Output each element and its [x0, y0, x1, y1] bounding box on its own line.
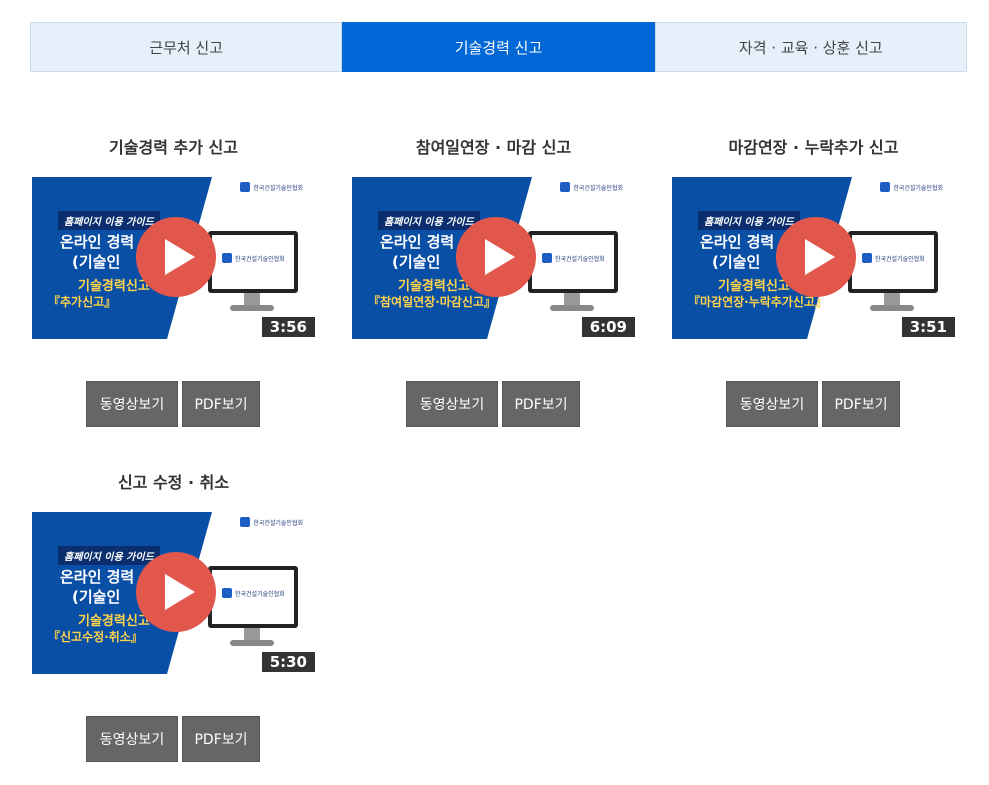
video-duration: 5:30 [261, 652, 315, 672]
watch-video-button[interactable]: 동영상보기 [406, 381, 498, 427]
thumb-headline-2: (기술인 [392, 253, 441, 271]
thumb-category: 기술경력신고 [718, 279, 790, 294]
monitor-icon: 한국건설기술인협회 [528, 231, 618, 293]
thumb-subtitle: 『추가신고』 [48, 295, 117, 309]
view-pdf-button[interactable]: PDF보기 [502, 381, 580, 427]
org-logo: 한국건설기술인협회 [240, 517, 303, 527]
thumb-subtitle: 『마감연장·누락추가신고』 [688, 295, 827, 309]
video-thumbnail[interactable]: 한국건설기술인협회 홈페이지 이용 가이드 온라인 경력 (기술인 기술경력신고… [32, 177, 317, 339]
thumb-headline: 온라인 경력 [380, 233, 455, 251]
video-duration: 6:09 [581, 317, 635, 337]
thumb-headline-2: (기술인 [72, 253, 121, 271]
play-icon[interactable] [136, 217, 216, 297]
card-title: 기술경력 추가 신고 [109, 138, 238, 157]
logo-mark-icon [222, 588, 232, 598]
guide-badge: 홈페이지 이용 가이드 [378, 211, 480, 230]
view-pdf-button[interactable]: PDF보기 [182, 716, 260, 762]
play-icon[interactable] [776, 217, 856, 297]
view-pdf-button[interactable]: PDF보기 [822, 381, 900, 427]
watch-video-button[interactable]: 동영상보기 [86, 381, 178, 427]
thumb-subtitle: 『신고수정·취소』 [48, 630, 143, 644]
tab-tech-career-report[interactable]: 기술경력 신고 [342, 22, 655, 72]
card-buttons: 동영상보기 PDF보기 [406, 381, 580, 427]
logo-mark-icon [240, 182, 251, 192]
card-title: 참여일연장 · 마감 신고 [415, 138, 572, 157]
logo-mark-icon [862, 253, 872, 263]
thumb-category: 기술경력신고 [78, 614, 150, 629]
card-buttons: 동영상보기 PDF보기 [726, 381, 900, 427]
logo-mark-icon [222, 253, 232, 263]
thumb-headline: 온라인 경력 [700, 233, 775, 251]
monitor-icon: 한국건설기술인협회 [208, 566, 298, 628]
thumb-subtitle: 『참여일연장·마감신고』 [368, 295, 496, 309]
tab-license-education-award-report[interactable]: 자격 · 교육 · 상훈 신고 [654, 22, 967, 72]
logo-mark-icon [240, 517, 251, 527]
play-icon[interactable] [136, 552, 216, 632]
card-buttons: 동영상보기 PDF보기 [86, 381, 260, 427]
thumb-headline: 온라인 경력 [60, 568, 135, 586]
video-duration: 3:56 [261, 317, 315, 337]
video-duration: 3:51 [901, 317, 955, 337]
tab-bar: 근무처 신고 기술경력 신고 자격 · 교육 · 상훈 신고 [30, 22, 967, 72]
card-title: 신고 수정 · 취소 [117, 473, 230, 492]
org-logo: 한국건설기술인협회 [880, 182, 943, 192]
org-logo: 한국건설기술인협회 [560, 182, 623, 192]
logo-mark-icon [542, 253, 552, 263]
thumb-headline-2: (기술인 [72, 588, 121, 606]
tab-workplace-report[interactable]: 근무처 신고 [30, 22, 343, 72]
view-pdf-button[interactable]: PDF보기 [182, 381, 260, 427]
thumb-category: 기술경력신고 [78, 279, 150, 294]
org-logo: 한국건설기술인협회 [240, 182, 303, 192]
watch-video-button[interactable]: 동영상보기 [86, 716, 178, 762]
card-buttons: 동영상보기 PDF보기 [86, 716, 260, 762]
monitor-icon: 한국건설기술인협회 [208, 231, 298, 293]
thumb-category: 기술경력신고 [398, 279, 470, 294]
video-thumbnail[interactable]: 한국건설기술인협회 홈페이지 이용 가이드 온라인 경력 (기술인 기술경력신고… [352, 177, 637, 339]
thumb-headline-2: (기술인 [712, 253, 761, 271]
video-thumbnail[interactable]: 한국건설기술인협회 홈페이지 이용 가이드 온라인 경력 (기술인 기술경력신고… [32, 512, 317, 674]
card-title: 마감연장 · 누락추가 신고 [728, 138, 899, 157]
watch-video-button[interactable]: 동영상보기 [726, 381, 818, 427]
monitor-icon: 한국건설기술인협회 [848, 231, 938, 293]
logo-mark-icon [560, 182, 571, 192]
guide-badge: 홈페이지 이용 가이드 [698, 211, 800, 230]
logo-mark-icon [880, 182, 891, 192]
thumb-headline: 온라인 경력 [60, 233, 135, 251]
video-thumbnail[interactable]: 한국건설기술인협회 홈페이지 이용 가이드 온라인 경력 (기술인 기술경력신고… [672, 177, 957, 339]
play-icon[interactable] [456, 217, 536, 297]
guide-badge: 홈페이지 이용 가이드 [58, 546, 160, 565]
guide-badge: 홈페이지 이용 가이드 [58, 211, 160, 230]
